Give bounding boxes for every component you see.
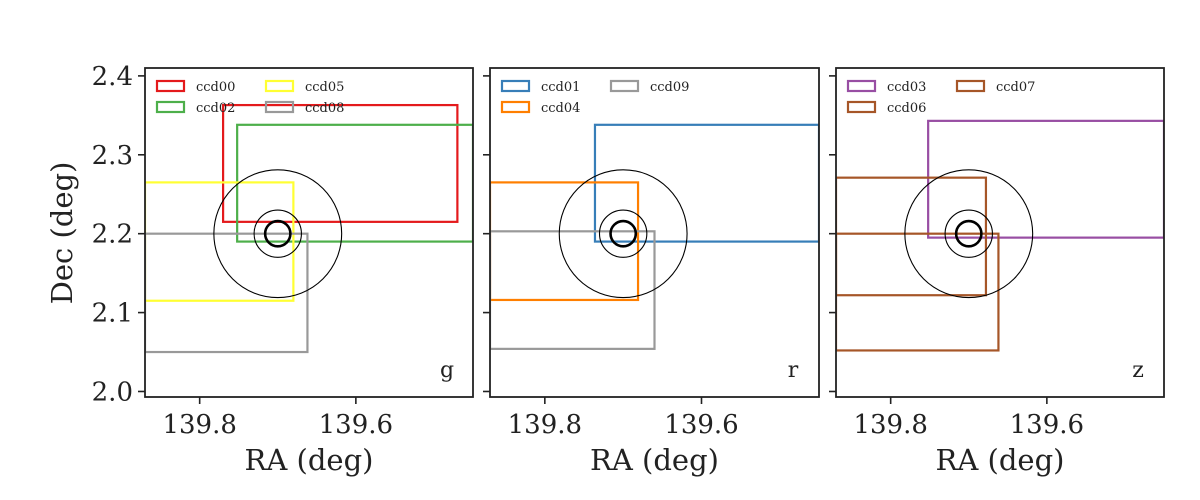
target-circle [263,219,292,248]
x-axis-label: RA (deg) [245,443,374,477]
panel-frame [144,67,474,398]
legend-entry-ccd07: ccd07 [996,80,1035,95]
legend-entry-ccd01: ccd01 [541,80,580,95]
y-tick-label: 2.0 [92,377,133,407]
legend: ccd03 ccd06 ccd07 [846,79,1035,116]
ccd-footprint-ccd05 [145,181,295,302]
ccd-footprint-ccd00 [221,103,459,223]
y-axis-label: Dec (deg) [45,162,79,305]
ccd-footprint-ccd04 [490,181,640,302]
target-circle [558,169,688,299]
band-label: g [440,358,454,383]
legend-entry-ccd08: ccd08 [305,101,344,116]
legend: ccd01 ccd04 ccd09 [500,79,689,116]
legend-swatch [155,79,186,93]
y-tick-label: 2.3 [92,141,133,171]
legend-swatch [264,100,295,114]
ccd-footprint-ccd03 [927,119,1164,239]
legend-entry-ccd02: ccd02 [196,101,235,116]
panel-frame [489,67,820,398]
x-axis-label: RA (deg) [936,443,1065,477]
ccd-footprint-ccd07 [836,232,1000,352]
legend-entry-ccd03: ccd03 [887,80,926,95]
y-tick-label: 2.4 [92,62,133,92]
legend-entry-ccd06: ccd06 [887,101,926,116]
band-label: z [1132,358,1144,383]
x-tick-label: 139.8 [508,410,582,440]
legend-swatch [609,79,640,93]
target-circle [609,219,638,248]
target-circle [904,169,1034,299]
legend-entry-ccd09: ccd09 [650,80,689,95]
panel-z: 139.8 139.6RA (deg) z ccd03 ccd06 ccd07 [829,67,1165,477]
x-axis-label: RA (deg) [590,443,719,477]
legend-swatch [500,100,531,114]
target-circle [213,169,343,299]
plot-area [836,119,1164,352]
legend-swatch [846,100,877,114]
target-circle [598,209,648,258]
target-circle [944,209,993,258]
x-tick-label: 139.6 [1010,410,1084,440]
target-circle [954,219,983,248]
ccd-footprint-ccd08 [145,232,309,354]
ccd-footprint-ccd06 [836,176,988,297]
legend-entry-ccd00: ccd00 [196,80,235,95]
plot-area [145,103,473,354]
legend-entry-ccd05: ccd05 [305,80,344,95]
panel-frame [835,67,1165,398]
y-tick-label: 2.2 [92,220,133,250]
x-tick-label: 139.6 [664,410,738,440]
x-tick-label: 139.8 [853,410,927,440]
band-label: r [788,358,799,383]
ccd-footprint-ccd09 [490,230,656,350]
legend-entry-ccd04: ccd04 [541,101,580,116]
legend: ccd00 ccd02 ccd05 ccd08 [155,79,344,116]
legend-swatch [155,100,186,114]
plot-area [490,123,819,350]
x-tick-label: 139.8 [162,410,236,440]
legend-swatch [846,79,877,93]
target-circle [253,209,302,258]
legend-swatch [264,79,295,93]
legend-swatch [500,79,531,93]
y-tick-label: 2.1 [92,299,133,329]
x-tick-label: 139.6 [319,410,393,440]
panel-r: 139.8 139.6RA (deg) r ccd01 ccd04 ccd09 [483,67,820,477]
legend-swatch [955,79,986,93]
